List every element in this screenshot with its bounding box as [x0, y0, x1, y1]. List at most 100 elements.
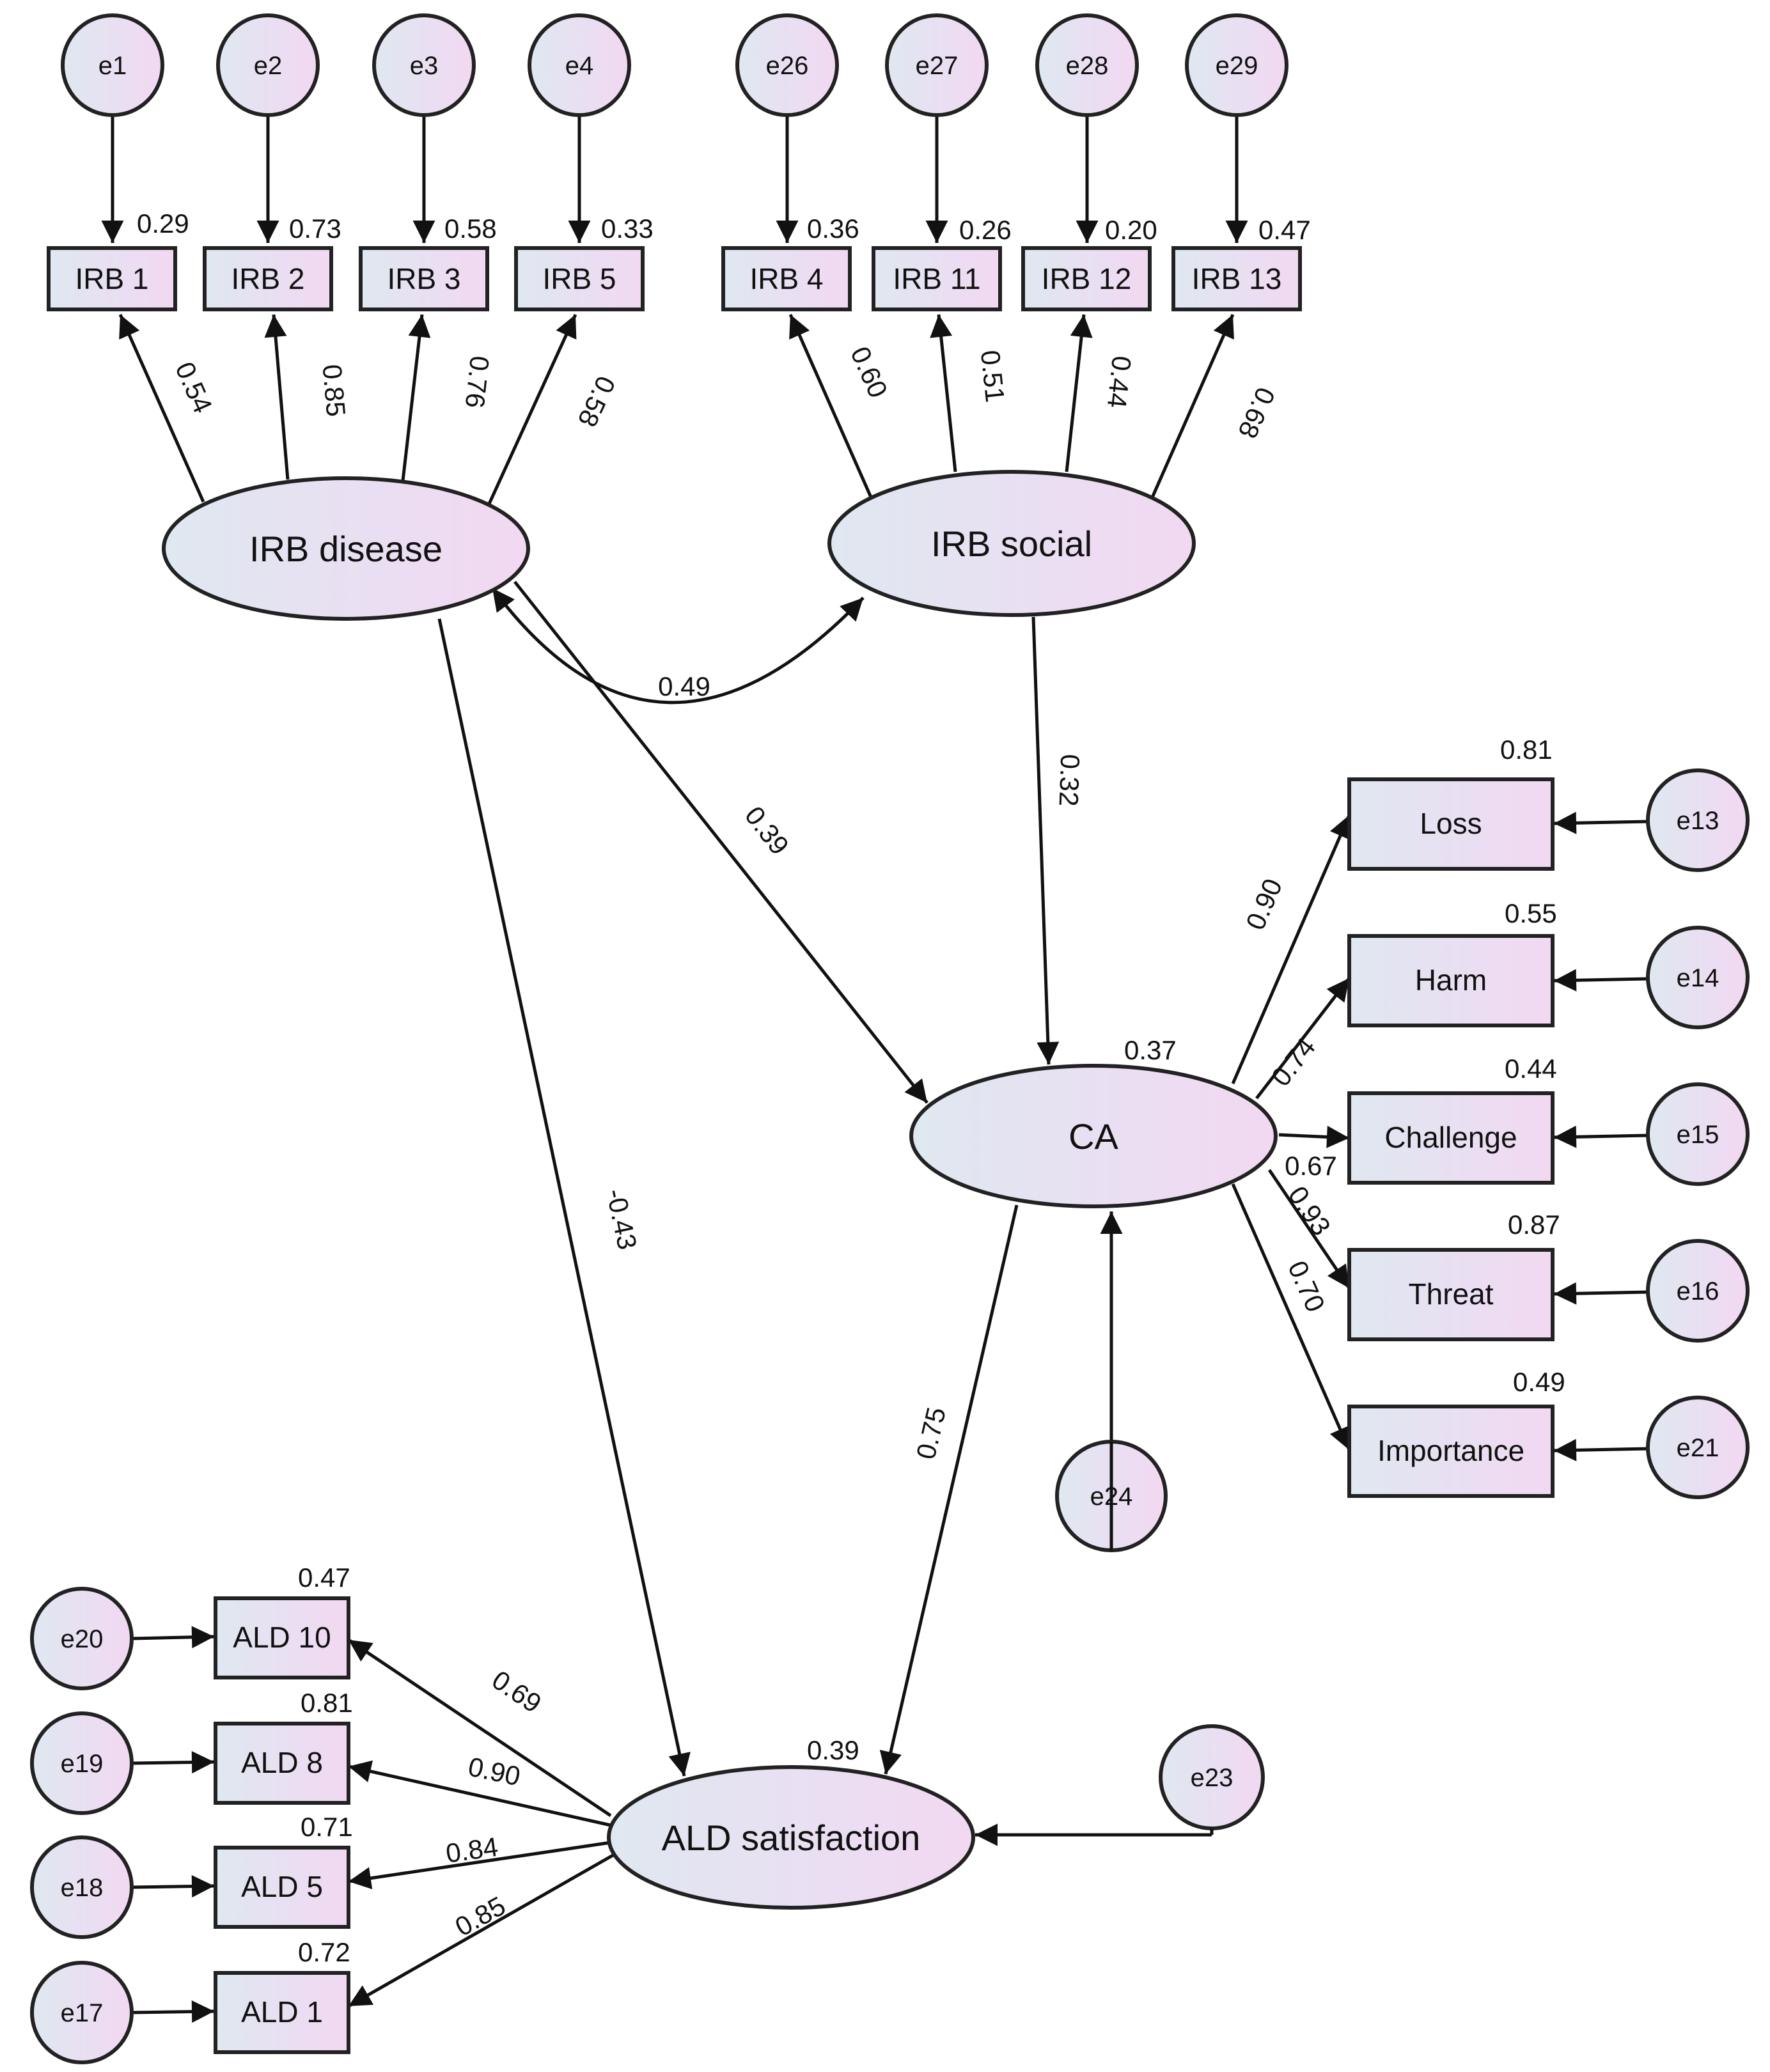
box-irb11: IRB 11: [872, 246, 1002, 311]
error-e14-label: e14: [1677, 964, 1719, 992]
latent-irb-social: IRB social: [827, 470, 1196, 617]
path-disease-ald: -0.43: [600, 1186, 643, 1252]
arrow-e13-loss: [1553, 811, 1650, 834]
error-e16: e16: [1646, 1239, 1750, 1343]
box-irb4: IRB 4: [721, 246, 852, 311]
box-irb4-label: IRB 4: [749, 262, 823, 295]
r2-ald1: 0.72: [298, 1937, 350, 1967]
box-ald1: ALD 1: [214, 1971, 350, 2054]
loading-ald1: 0.85: [450, 1890, 510, 1942]
box-irb5: IRB 5: [514, 246, 645, 311]
box-threat-label: Threat: [1409, 1277, 1494, 1311]
loading-irb2: 0.85: [317, 363, 351, 418]
error-e1: e1: [61, 13, 164, 117]
box-harm-label: Harm: [1415, 963, 1487, 997]
error-e19-label: e19: [61, 1750, 104, 1778]
path-social-ca: 0.32: [1054, 754, 1086, 807]
arrow-social-ca: [1031, 616, 1060, 1065]
box-loss: Loss: [1347, 777, 1555, 871]
arrow-ca-loss: [1231, 814, 1351, 1084]
r2-irb2: 0.73: [289, 214, 341, 244]
error-e23-label: e23: [1191, 1764, 1234, 1792]
error-e17-label: e17: [61, 1999, 104, 2027]
r2-ald10: 0.47: [298, 1562, 350, 1593]
error-e13-label: e13: [1677, 807, 1719, 835]
observed-variables: IRB 1 IRB 2 IRB 3 IRB 5 IRB 4 IRB 11 IRB…: [47, 246, 1555, 2054]
latent-ca: CA: [909, 1064, 1278, 1208]
box-threat: Threat: [1347, 1248, 1555, 1341]
box-challenge: Challenge: [1347, 1091, 1555, 1185]
r2-irb5: 0.33: [601, 214, 654, 244]
error-e20-label: e20: [61, 1625, 104, 1653]
error-e27-label: e27: [916, 52, 959, 80]
r2-ca: 0.37: [1124, 1035, 1177, 1065]
arrow-e20-ald10: [131, 1626, 215, 1649]
r2-challenge: 0.44: [1505, 1054, 1557, 1084]
arrow-disease-irb2: [264, 314, 290, 480]
error-e28-label: e28: [1066, 52, 1109, 80]
error-e13: e13: [1646, 768, 1750, 872]
arrow-disease-ca: [513, 580, 928, 1104]
loading-loss: 0.90: [1240, 875, 1288, 935]
error-e15: e15: [1646, 1082, 1750, 1186]
box-irb2: IRB 2: [203, 246, 333, 311]
arrow-e17-ald1: [131, 2000, 215, 2023]
error-e28: e28: [1035, 13, 1139, 117]
loading-irb13: 0.68: [1232, 383, 1281, 443]
loading-irb3: 0.76: [460, 354, 495, 409]
error-e29: e29: [1185, 13, 1288, 117]
box-irb3-label: IRB 3: [387, 262, 460, 295]
error-e19: e19: [30, 1711, 134, 1815]
error-e20: e20: [30, 1587, 134, 1690]
arrow-ca-ald: [879, 1204, 1019, 1775]
error-e29-label: e29: [1216, 52, 1258, 80]
box-irb12-label: IRB 12: [1042, 262, 1132, 295]
error-e27: e27: [885, 13, 989, 117]
error-e2: e2: [216, 13, 320, 117]
error-e4: e4: [528, 13, 631, 117]
r2-irb11: 0.26: [959, 215, 1012, 245]
loading-harm: 0.74: [1265, 1032, 1321, 1091]
arrow-social-irb4: [788, 313, 873, 500]
arrow-ald-ald1: [347, 1852, 616, 2008]
box-ald5-label: ALD 5: [241, 1870, 323, 1903]
arrow-ca-importance: [1231, 1183, 1351, 1451]
error-e4-label: e4: [565, 52, 594, 80]
box-irb13-label: IRB 13: [1192, 262, 1282, 295]
arrow-ald-ald8: [348, 1760, 611, 1827]
error-e18: e18: [30, 1835, 134, 1939]
box-importance: Importance: [1347, 1405, 1555, 1498]
arrow-e15-challenge: [1553, 1125, 1650, 1148]
loading-irb5: 0.58: [572, 371, 622, 432]
latent-ald-satisfaction-label: ALD satisfaction: [662, 1818, 921, 1858]
loading-challenge: 0.67: [1285, 1151, 1337, 1181]
arrow-social-irb13: [1150, 313, 1235, 499]
box-ald10-label: ALD 10: [233, 1621, 331, 1654]
arrow-disease-irb5: [487, 313, 577, 505]
error-e26-label: e26: [766, 52, 809, 80]
loading-importance: 0.70: [1282, 1256, 1331, 1316]
box-irb1: IRB 1: [47, 246, 177, 311]
latent-irb-disease: IRB disease: [162, 476, 530, 621]
path-disease-ca: 0.39: [739, 800, 795, 860]
arrow-ald-ald5: [348, 1841, 611, 1890]
arrow-e16-threat: [1553, 1282, 1650, 1305]
loading-irb12: 0.44: [1102, 354, 1137, 409]
r2-importance: 0.49: [1513, 1367, 1565, 1397]
box-ald1-label: ALD 1: [241, 1995, 323, 2029]
path-cov-disease-social: 0.49: [658, 671, 710, 701]
latent-ca-label: CA: [1069, 1116, 1118, 1157]
arrow-disease-irb3: [401, 314, 431, 481]
box-irb3: IRB 3: [359, 246, 489, 311]
error-e18-label: e18: [61, 1874, 104, 1902]
error-e16-label: e16: [1677, 1277, 1719, 1305]
box-irb2-label: IRB 2: [231, 262, 304, 295]
arrow-ca-threat: [1267, 1169, 1351, 1289]
r2-harm: 0.55: [1505, 898, 1557, 928]
r2-ald8: 0.81: [301, 1688, 353, 1718]
r2-irb3: 0.58: [444, 214, 497, 244]
arrows: [101, 115, 1650, 2023]
loading-irb4: 0.60: [845, 342, 893, 402]
r2-irb1: 0.29: [137, 208, 189, 238]
